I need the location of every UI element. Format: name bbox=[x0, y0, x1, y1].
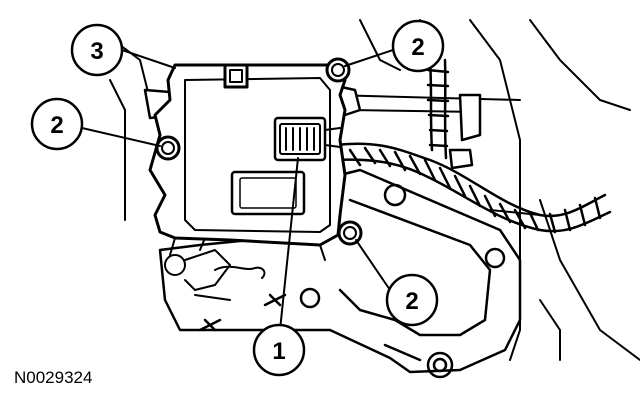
mounting-nuts bbox=[155, 57, 363, 246]
callout-2-left: 2 bbox=[30, 97, 84, 151]
mounting-bracket bbox=[158, 168, 522, 379]
figure-reference-code: N0029324 bbox=[14, 368, 93, 387]
leader-line-2-bottom bbox=[355, 239, 391, 291]
leader-line-3 bbox=[121, 49, 176, 69]
callout-label: 2 bbox=[405, 288, 418, 315]
callout-label: 2 bbox=[411, 34, 424, 61]
callout-label: 1 bbox=[272, 338, 285, 365]
mounting-nut bbox=[325, 57, 351, 83]
leader-lines bbox=[81, 49, 394, 331]
control-module bbox=[148, 63, 347, 261]
leader-line-2-left bbox=[81, 127, 161, 147]
callout-2-top: 2 bbox=[391, 19, 445, 73]
callout-1: 1 bbox=[252, 323, 306, 377]
connector bbox=[273, 116, 341, 162]
mounting-nut bbox=[155, 135, 181, 161]
callout-3: 3 bbox=[70, 23, 124, 77]
leader-line-2-top bbox=[344, 49, 394, 67]
callout-label: 3 bbox=[90, 38, 103, 65]
mounting-nut bbox=[337, 220, 363, 246]
leader-line-1 bbox=[279, 157, 299, 331]
callout-label: 2 bbox=[50, 112, 63, 139]
callout-2-bottom: 2 bbox=[385, 273, 439, 327]
